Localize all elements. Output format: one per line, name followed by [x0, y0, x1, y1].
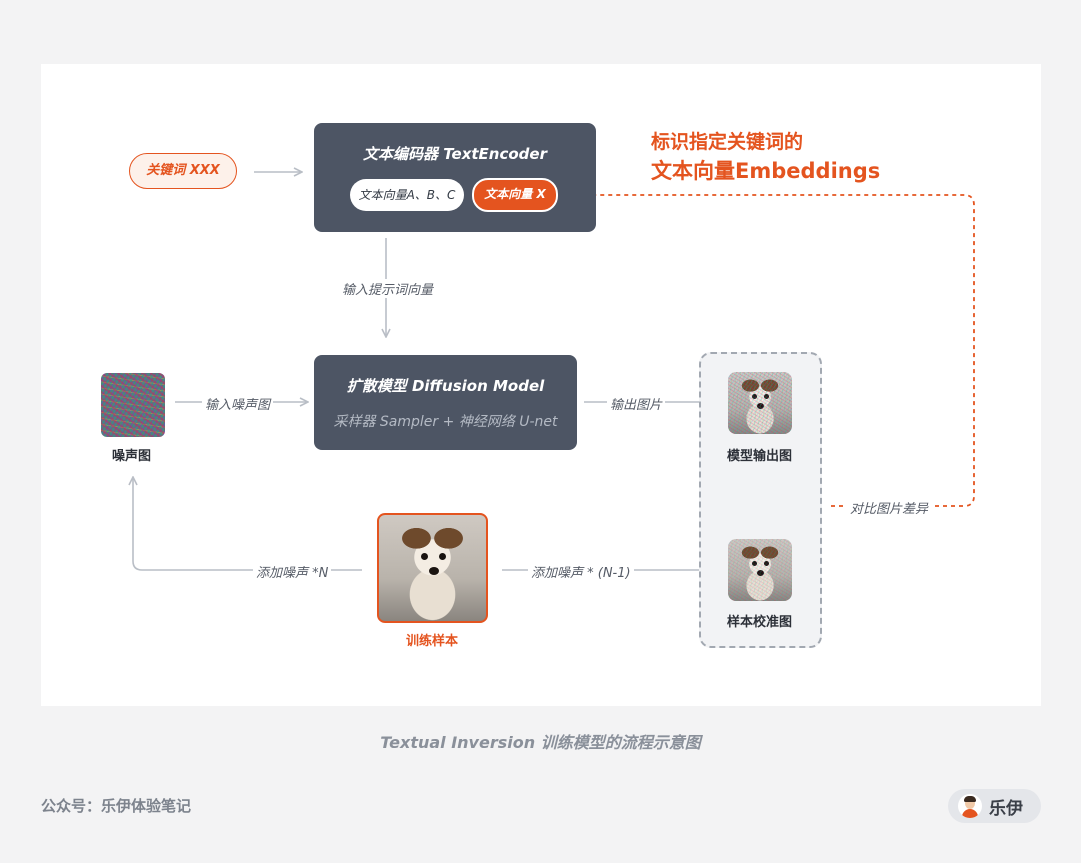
noise-caption: 噪声图	[112, 449, 152, 464]
avatar-icon	[958, 794, 982, 818]
training-sample-image	[377, 513, 488, 623]
calibration-caption: 样本校准图	[727, 615, 793, 630]
text-encoder-box: 文本编码器 TextEncoder 文本向量A、B、C 文本向量 X	[314, 123, 596, 232]
vector-x-pill: 文本向量 X	[472, 178, 558, 212]
figure-caption: Textual Inversion 训练模型的流程示意图	[380, 733, 701, 752]
label-compare-difference: 对比图片差异	[847, 498, 932, 517]
vector-abc-pill: 文本向量A、B、C	[350, 179, 464, 211]
noise-image	[101, 373, 165, 437]
label-input-noise-image: 输入噪声图	[202, 394, 274, 413]
footer-account: 公众号：乐伊体验笔记	[41, 797, 192, 815]
label-output-image: 输出图片	[607, 394, 666, 413]
author-name: 乐伊	[989, 799, 1023, 819]
model-output-caption: 模型输出图	[727, 449, 793, 464]
label-input-prompt-vector: 输入提示词向量	[339, 279, 437, 298]
calibration-image	[728, 539, 792, 601]
text-encoder-title: 文本编码器 TextEncoder	[363, 145, 547, 163]
training-sample-caption: 训练样本	[406, 634, 459, 649]
model-output-image	[728, 372, 792, 434]
label-add-noise-n: 添加噪声 *N	[253, 562, 332, 581]
diffusion-model-title: 扩散模型 Diffusion Model	[346, 377, 545, 395]
annotation-line-1: 标识指定关键词的	[651, 131, 804, 153]
keyword-pill: 关键词 XXX	[129, 153, 237, 189]
label-add-noise-n-minus-1: 添加噪声 * (N-1)	[528, 562, 634, 581]
diffusion-model-box: 扩散模型 Diffusion Model 采样器 Sampler + 神经网络 …	[314, 355, 577, 450]
author-badge: 乐伊	[948, 789, 1041, 823]
diffusion-model-subtitle: 采样器 Sampler + 神经网络 U-net	[333, 414, 558, 430]
annotation-line-2: 文本向量Embeddings	[651, 159, 881, 183]
